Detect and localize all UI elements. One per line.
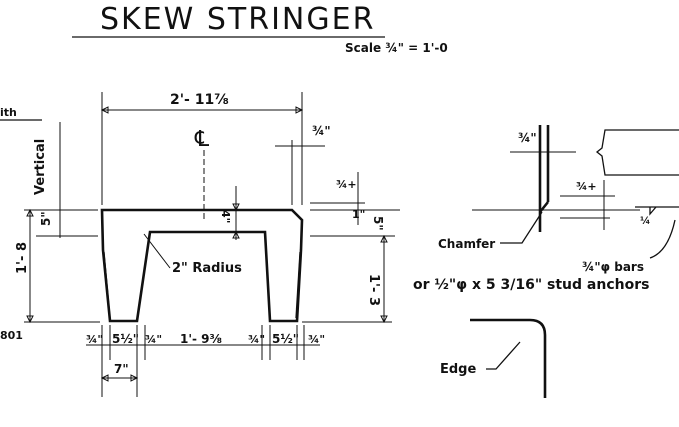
dim-top-arrow-right [295, 106, 304, 114]
dim-three-quarter-top: ¾" [312, 124, 331, 138]
bottom-dim-2: 5½" [112, 332, 139, 346]
bottom-dim-4: 1'- 9⅜ [180, 332, 222, 346]
bottom-dim-6: 5½" [272, 332, 299, 346]
chamfer-leader [500, 211, 543, 244]
bars-label: ¾"φ bars [582, 260, 644, 274]
drawing-title: SKEW STRINGER [100, 2, 375, 37]
dim-left-height-arrow-bot [26, 315, 34, 324]
weld-fillet [649, 206, 657, 216]
leg-right-inner [295, 251, 301, 319]
chamfer-label: Chamfer [438, 237, 495, 251]
radius-label: 2" Radius [172, 261, 242, 276]
edge-leader [486, 341, 521, 370]
dim-left-height-arrow-top [26, 208, 34, 217]
dim-inch-fraction-right: ¾+ [336, 178, 357, 191]
height-left-label: 1'- 8 [15, 242, 30, 274]
dim-right-height-arrow-top [380, 234, 388, 243]
bottom-dim-1: ¾" [86, 333, 103, 346]
bottom-dim-3: ¾" [145, 333, 162, 346]
top-width-label: 2'- 11⅞ [170, 92, 229, 108]
detail-three-quarter: ¾" [518, 131, 537, 145]
dim-leg-arrow-left [100, 374, 109, 382]
with-label: ith [0, 106, 17, 119]
stringer-section: 2'- 11⅞ ℄ ¾" 4" 2" Radius Vertical 5" 1'… [15, 92, 400, 397]
sheet-code: 801 [0, 329, 23, 342]
studs-label: or ½"φ x 5 3/16" stud anchors [413, 277, 649, 293]
dim-1-right: 1" [352, 208, 365, 221]
dim-leg-arrow-right [130, 374, 139, 382]
centerline-symbol: ℄ [194, 127, 210, 152]
edge-label: Edge [440, 362, 476, 377]
dim-4-arrow-bot [232, 230, 240, 239]
dim-5-right: 5" [371, 216, 385, 231]
height-right-label: 1'- 3 [366, 274, 381, 306]
dim-5-left: 5" [39, 211, 53, 226]
detail-plus: ¾+ [576, 180, 597, 193]
leg-width-label: 7" [114, 362, 129, 376]
weld-size: ¼ [640, 215, 650, 227]
dim-4-center: 4" [219, 210, 232, 223]
dim-right-height-arrow-bot [380, 315, 388, 324]
detail-bracket [595, 129, 679, 176]
bottom-dim-7: ¾" [308, 333, 325, 346]
radius-leader [143, 233, 171, 269]
bottom-dim-5: ¾" [248, 333, 265, 346]
dim-4-arrow-top [232, 203, 240, 212]
edge-detail: ¾" ¾+ ¼ Chamfer ¾"φ bars or ½"φ x 5 3/16… [413, 125, 679, 398]
vertical-label: Vertical [33, 139, 48, 195]
edge-corner [470, 318, 547, 398]
bars-leader [649, 219, 676, 259]
leg-left-inner [103, 251, 111, 319]
scale-note: Scale ¾" = 1'-0 [345, 41, 448, 55]
dim-top-arrow-left [100, 106, 109, 114]
